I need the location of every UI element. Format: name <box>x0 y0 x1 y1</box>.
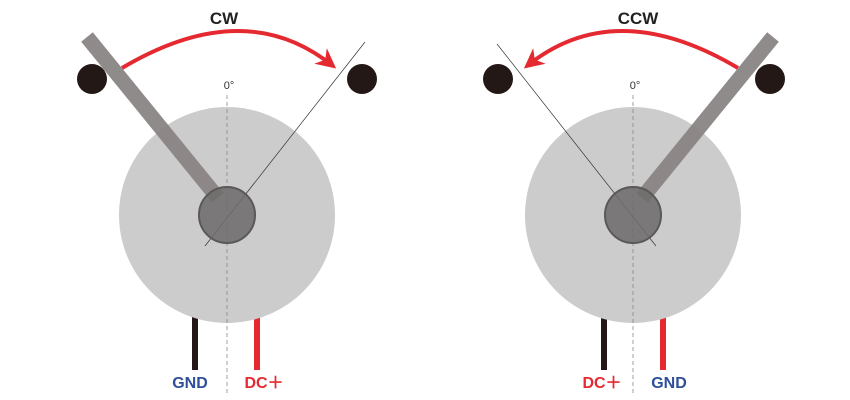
servo-hub <box>198 186 256 244</box>
dc-plus-label: DC＋ <box>244 375 283 392</box>
gnd-label: GND <box>651 375 687 392</box>
cw-title: CW <box>210 9 239 28</box>
dc-plus-label: DC＋ <box>582 375 621 392</box>
stop-right <box>755 64 785 94</box>
ccw-title: CCW <box>618 9 660 28</box>
gnd-label: GND <box>172 375 208 392</box>
gnd-wire <box>192 310 198 370</box>
stop-left <box>483 64 513 94</box>
cw-arrow <box>120 29 337 70</box>
gnd-wire <box>660 310 666 370</box>
dc-wire <box>601 310 607 370</box>
stop-right <box>347 64 377 94</box>
ccw-panel: CCW 0° DC＋ GND <box>483 9 785 395</box>
zero-label: 0° <box>630 80 641 92</box>
ccw-arrow <box>523 29 740 70</box>
servo-arm <box>636 32 779 203</box>
servo-hub <box>604 186 662 244</box>
dc-wire <box>254 310 260 370</box>
servo-arm <box>81 32 224 203</box>
stop-left <box>77 64 107 94</box>
cw-panel: CW 0° GND DC＋ <box>77 9 377 395</box>
zero-label: 0° <box>224 80 235 92</box>
